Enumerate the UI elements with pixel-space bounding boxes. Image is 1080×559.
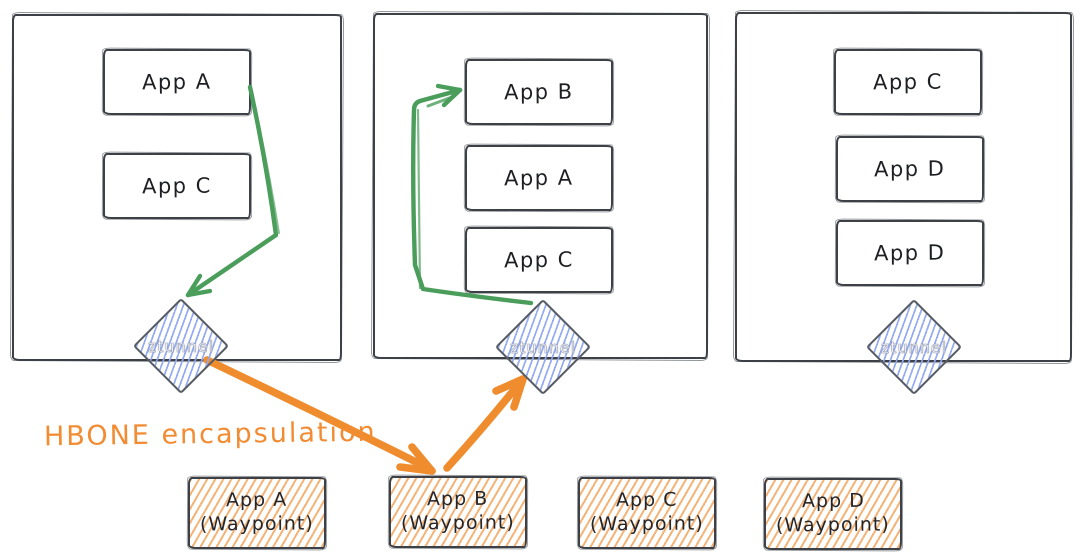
waypoint-app-label: App A [226,488,288,512]
waypoint-app-label: App C [616,488,678,512]
app-label: App B [504,79,574,105]
waypoint-box-app-a: App A (Waypoint) [188,477,326,549]
orange-arrow-waypoint-b-to-ztunnel-2 [443,375,527,472]
app-box: App A [103,49,251,115]
app-label: App D [874,240,946,266]
waypoint-sub-label: (Waypoint) [200,512,314,536]
app-box: App B [465,59,613,125]
app-label: App C [141,173,213,199]
ztunnel-label: ztunnel [880,337,948,357]
hbone-encapsulation-label: HBONE encapsulation [43,416,377,453]
waypoint-sub-label: (Waypoint) [590,512,704,536]
app-label: App A [142,69,212,95]
app-label: App A [504,165,574,191]
ztunnel-label: ztunnel [509,337,577,357]
waypoint-app-label: App B [427,487,489,511]
app-label: App D [874,156,946,182]
orange-arrow-ztunnel-1-to-waypoint-b [203,356,436,475]
app-box: App C [834,49,982,115]
ztunnel-label: ztunnel [147,336,215,356]
waypoint-sub-label: (Waypoint) [401,511,515,535]
app-box: App D [836,136,984,202]
waypoint-app-label: App D [801,489,865,513]
waypoint-box-app-c: App C (Waypoint) [578,477,716,549]
waypoint-box-app-b: App B (Waypoint) [389,476,527,548]
waypoint-sub-label: (Waypoint) [776,513,890,537]
app-box: App A [465,145,613,211]
app-box: App C [465,227,613,293]
app-box: App D [836,220,984,286]
app-label: App C [503,247,575,273]
waypoint-box-app-d: App D (Waypoint) [764,478,902,550]
app-box: App C [103,153,251,219]
node-panel-3: App C App D App D [735,12,1072,362]
app-label: App C [872,69,944,95]
